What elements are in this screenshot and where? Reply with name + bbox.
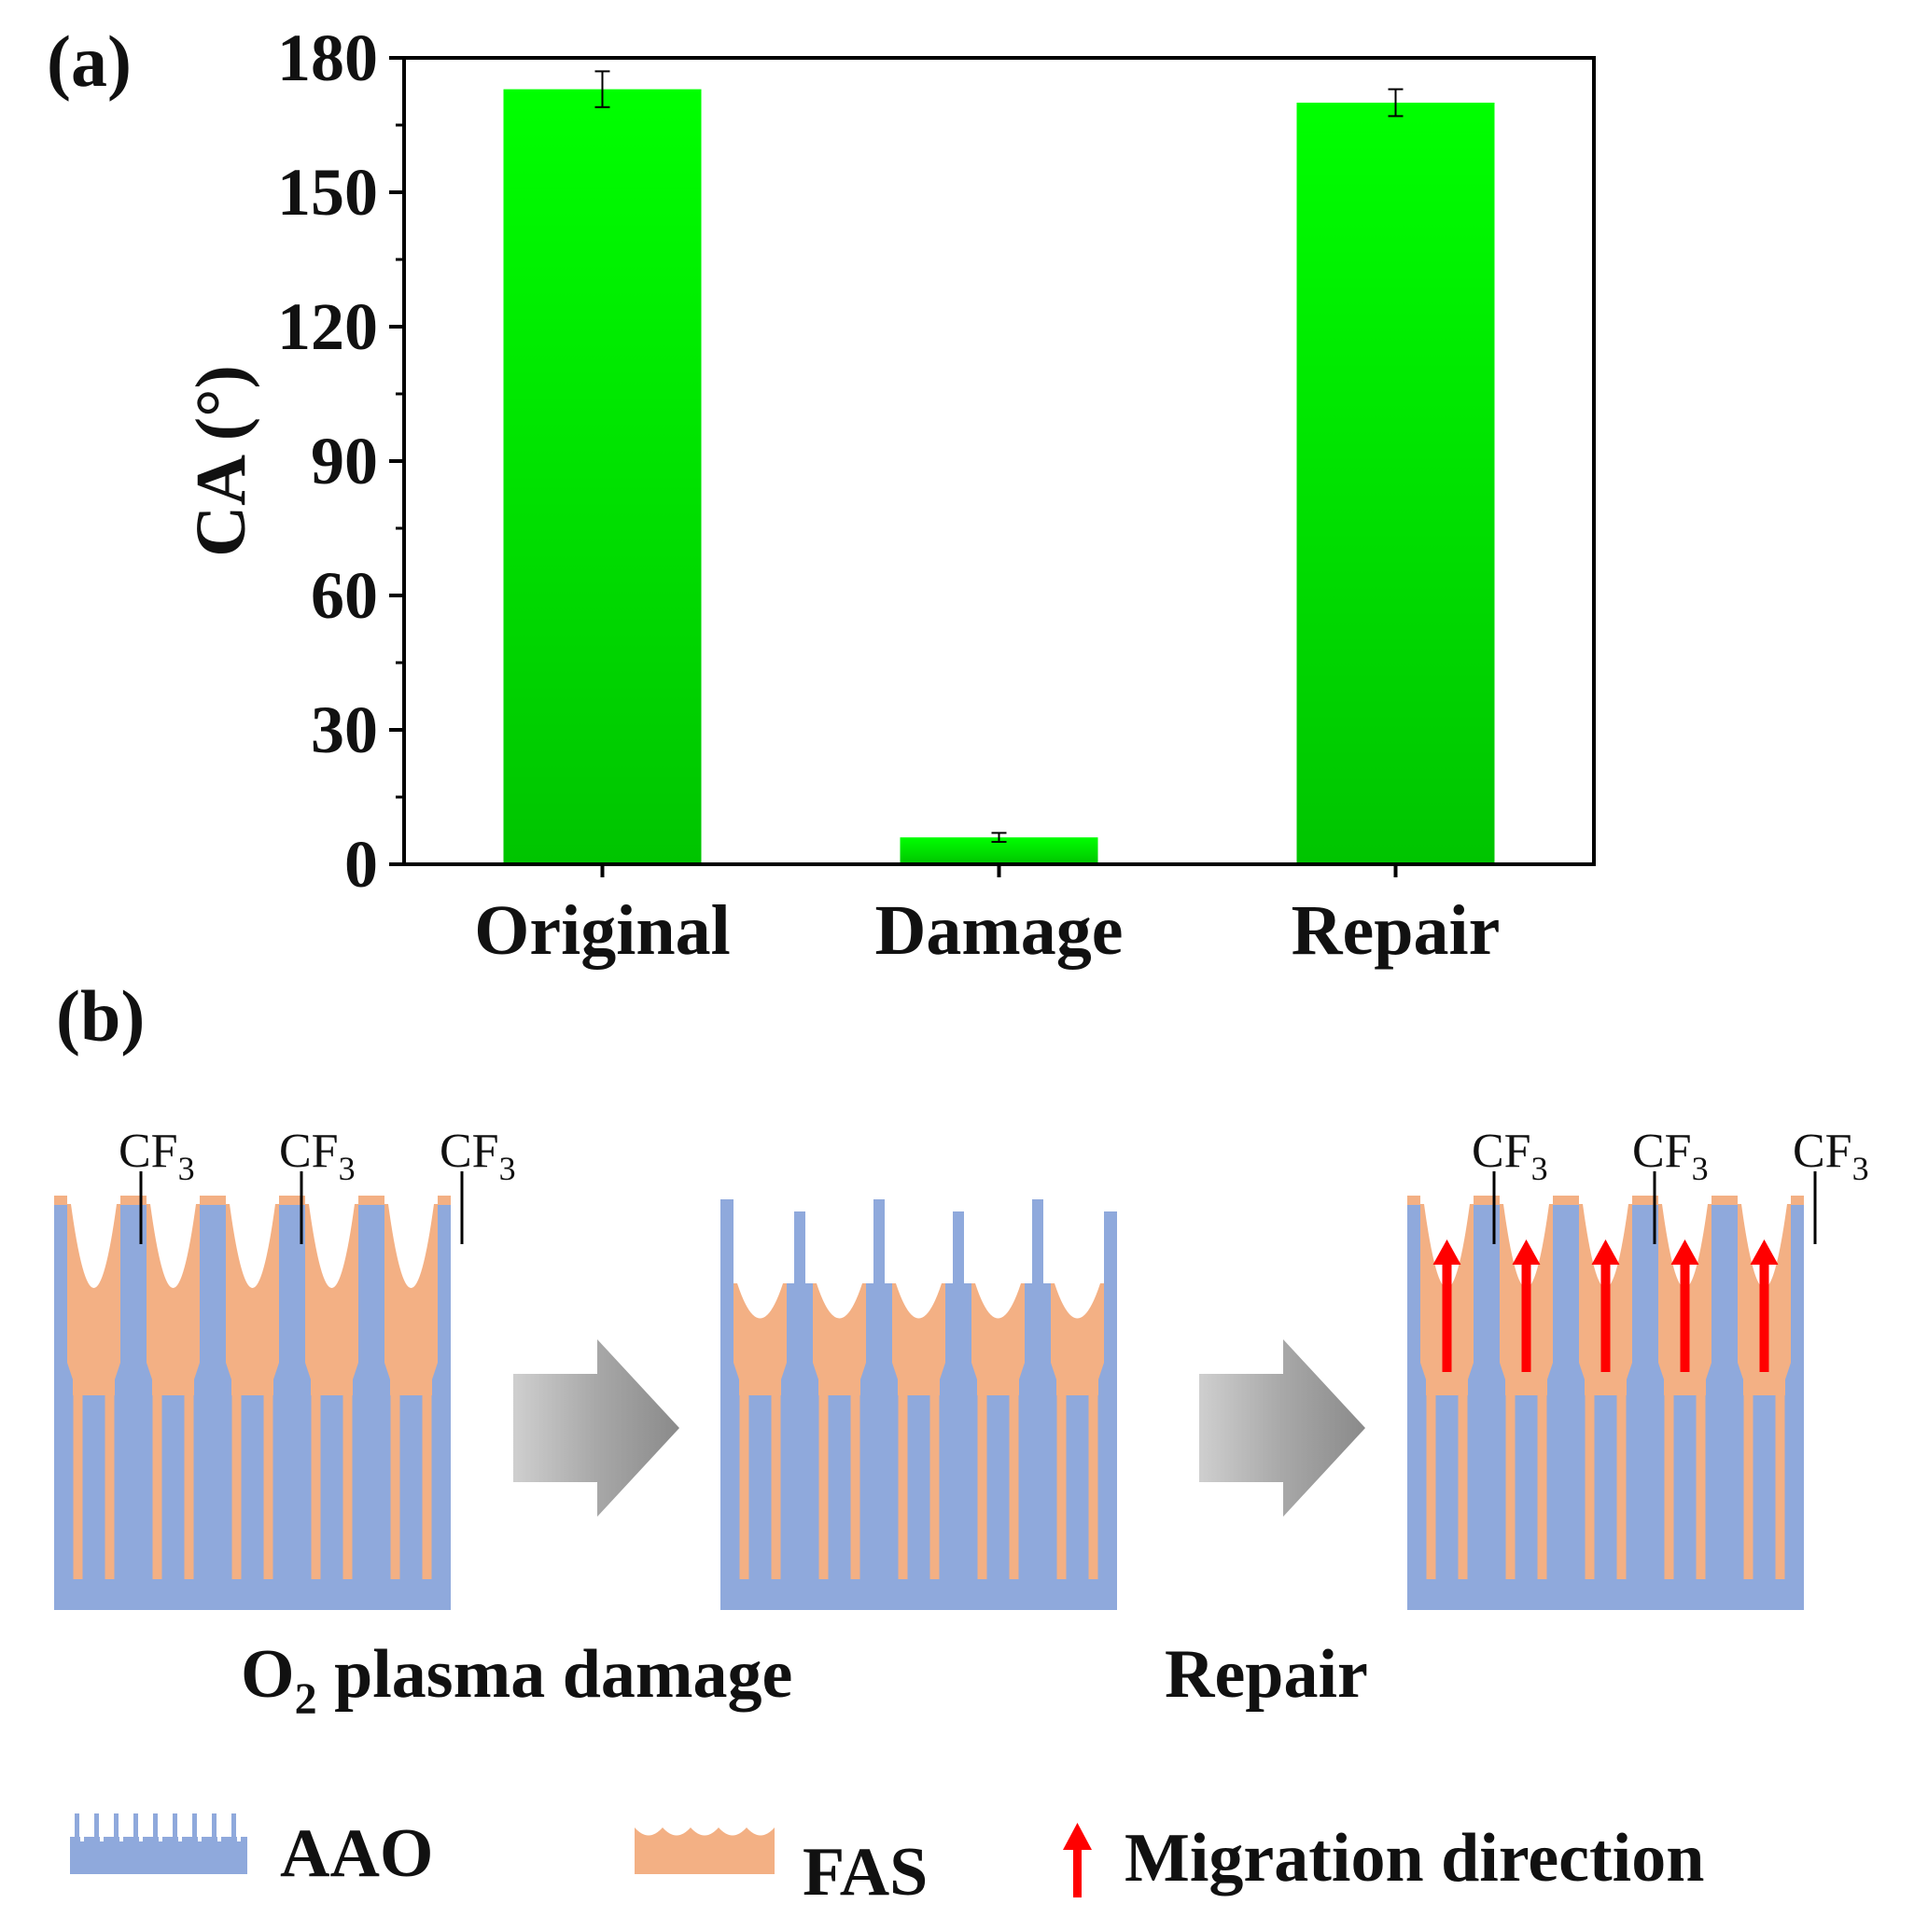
cf3-label: CF3 xyxy=(1793,1125,1869,1187)
error-bar-repair xyxy=(1388,88,1404,118)
structure-damaged xyxy=(720,1199,1117,1610)
structure-original: CF3 CF3 CF3 xyxy=(54,1125,516,1610)
caption-o: O xyxy=(241,1636,295,1713)
migration-arrow xyxy=(1600,1260,1611,1372)
migration-arrow xyxy=(1442,1260,1452,1372)
legend-fas-swatch xyxy=(635,1827,775,1874)
migration-arrow xyxy=(1521,1260,1531,1372)
error-bar-damage xyxy=(991,832,1007,843)
chart-marks xyxy=(503,70,1495,865)
error-bar-original xyxy=(594,70,610,108)
y-tick-label: 90 xyxy=(311,424,378,498)
bar-original xyxy=(503,89,702,865)
cf3-label: CF3 xyxy=(279,1125,356,1187)
legend-aao-swatch xyxy=(70,1813,247,1874)
y-tick-label: 30 xyxy=(311,693,378,767)
cf3-label: CF3 xyxy=(1632,1125,1709,1187)
x-tick-label: Original xyxy=(474,891,730,970)
panel-b-label: (b) xyxy=(56,975,145,1057)
legend: AAO FAS Migration direction xyxy=(70,1813,1704,1911)
legend-fas-label: FAS xyxy=(803,1834,928,1911)
y-tick-label: 180 xyxy=(277,21,378,95)
process-diagram: CF3 CF3 CF3 CF3 CF3 CF3 O2 plasma damage Rep… xyxy=(54,1125,1869,1911)
y-tick-label: 0 xyxy=(344,827,378,902)
y-tick-label: 120 xyxy=(277,289,378,364)
legend-migration-label: Migration direction xyxy=(1125,1820,1704,1897)
process-arrow-damage xyxy=(513,1339,679,1517)
cf3-label: CF3 xyxy=(119,1125,195,1187)
migration-arrow xyxy=(1680,1260,1690,1372)
caption-plasma-damage: O2 plasma damage xyxy=(241,1636,792,1724)
process-arrow-repair xyxy=(1199,1339,1365,1517)
structure-repaired: CF3 CF3 CF3 xyxy=(1407,1125,1869,1610)
caption-o-subscript: 2 xyxy=(295,1674,317,1724)
x-tick-label: Damage xyxy=(875,891,1124,970)
bar-chart: 0 30 60 90 120 150 180 Original Damage Repair CA… xyxy=(182,21,1596,970)
y-tick-label: 60 xyxy=(311,558,378,633)
y-axis: 0 30 60 90 120 150 180 xyxy=(277,21,404,902)
x-axis: Original Damage Repair xyxy=(474,864,1500,970)
bar-repair xyxy=(1296,103,1495,864)
caption-repair: Repair xyxy=(1165,1636,1368,1713)
y-tick-label: 150 xyxy=(277,155,378,230)
cf3-label: CF3 xyxy=(1472,1125,1548,1187)
cf3-label: CF3 xyxy=(440,1125,516,1187)
panel-a-label: (a) xyxy=(47,21,132,102)
y-axis-label: CA (°) xyxy=(182,365,260,557)
caption-plasma-rest: plasma damage xyxy=(317,1636,793,1713)
legend-arrow-icon xyxy=(1063,1823,1092,1897)
legend-aao-label: AAO xyxy=(280,1815,433,1892)
migration-arrow xyxy=(1759,1260,1769,1372)
x-tick-label: Repair xyxy=(1292,891,1501,970)
